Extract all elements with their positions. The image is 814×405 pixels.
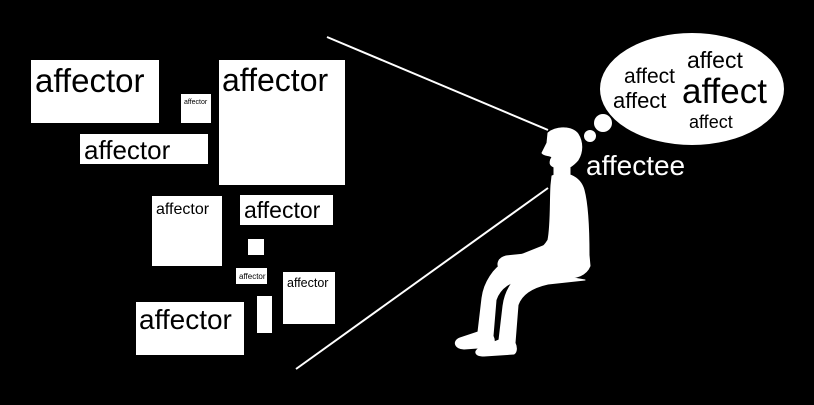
narrow-bar (257, 296, 272, 333)
affector-box: affector (181, 94, 211, 123)
thought-word: affect (682, 72, 767, 111)
affector-label: affector (287, 276, 328, 290)
affector-label: affector (139, 304, 232, 335)
lower-sight-line (295, 187, 549, 370)
affector-label: affector (222, 62, 328, 98)
affector-label: affector (184, 99, 208, 106)
affector-box: affector (240, 195, 333, 225)
thought-word: affect (689, 112, 733, 132)
thought-word: affect (613, 88, 666, 113)
affector-box: affector (136, 302, 244, 355)
affectee-label: affectee (586, 150, 685, 181)
seated-person-icon (454, 127, 591, 357)
thought-word: affect (687, 47, 743, 73)
small-square (248, 239, 264, 255)
affector-label: affector (244, 197, 321, 223)
thought-word: affect (624, 65, 675, 88)
affector-label: affector (239, 272, 266, 281)
affector-box: affector (219, 60, 345, 185)
affector-box: affector (31, 60, 159, 123)
upper-sight-line (326, 36, 549, 131)
affector-box: affector (80, 134, 208, 165)
affector-label: affector (84, 135, 171, 165)
affector-box: affector (236, 268, 267, 284)
affector-box: affector (152, 196, 222, 266)
affector-box: affector (283, 272, 335, 324)
affector-label: affector (35, 62, 144, 99)
affector-label: affector (156, 201, 210, 218)
